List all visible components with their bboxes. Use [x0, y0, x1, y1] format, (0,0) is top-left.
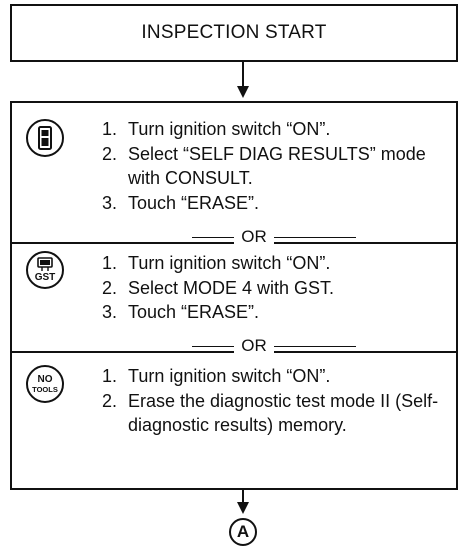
or-line-right — [274, 237, 356, 238]
step-number: 3. — [102, 192, 118, 213]
step-text: Turn ignition switch “ON”. — [128, 253, 331, 273]
step-item: 1. Turn ignition switch “ON”. — [102, 117, 458, 142]
step-item: 3. Touch “ERASE”. — [102, 191, 458, 216]
step-number: 1. — [102, 366, 118, 386]
or-label: OR — [234, 337, 274, 355]
inspection-start-box: INSPECTION START — [10, 4, 458, 62]
step-text: Turn ignition switch “ON”. — [128, 119, 331, 139]
connector-a: A — [229, 518, 257, 546]
or-line-right — [274, 346, 356, 347]
flow-arrow-line — [242, 62, 244, 88]
step-text: Select “SELF DIAG RESULTS” mode with CON… — [128, 143, 426, 189]
step-number: 2. — [102, 143, 118, 164]
step-item: 2. Select “SELF DIAG RESULTS” mode with … — [102, 142, 458, 191]
no-tools-steps: 1. Turn ignition switch “ON”. 2. Erase t… — [102, 364, 458, 438]
step-text: Touch “ERASE”. — [128, 192, 260, 213]
step-item: 2. Select MODE 4 with GST. — [102, 276, 458, 301]
step-item: 1. Turn ignition switch “ON”. — [102, 364, 458, 389]
gst-icon: GST — [26, 251, 64, 289]
step-text: Erase the diagnostic test mode II (Self-… — [128, 390, 439, 436]
no-tools-icon-label-bottom: TOOLS — [32, 385, 58, 394]
or-separator: OR — [12, 337, 456, 355]
no-tools-icon: NO TOOLS — [26, 365, 64, 403]
step-number: 1. — [102, 253, 118, 273]
step-text: Select MODE 4 with GST. — [128, 277, 335, 298]
no-tools-icon-label-top: NO — [38, 374, 53, 385]
gst-steps: 1. Turn ignition switch “ON”. 2. Select … — [102, 251, 458, 325]
or-line-left — [192, 237, 234, 238]
consult-icon — [26, 119, 64, 157]
step-text: Touch “ERASE”. — [128, 302, 260, 322]
step-item: 1. Turn ignition switch “ON”. — [102, 251, 458, 276]
step-number: 2. — [102, 277, 118, 298]
step-number: 3. — [102, 302, 118, 322]
step-number: 1. — [102, 119, 118, 139]
inspection-start-label: INSPECTION START — [141, 22, 327, 43]
step-item: 3. Touch “ERASE”. — [102, 300, 458, 325]
flow-arrow-down-icon — [237, 86, 249, 98]
flow-arrow-line — [242, 490, 244, 504]
procedure-box: 1. Turn ignition switch “ON”. 2. Select … — [10, 101, 458, 490]
gst-icon-label: GST — [35, 272, 56, 283]
or-separator: OR — [12, 228, 456, 246]
consult-steps: 1. Turn ignition switch “ON”. 2. Select … — [102, 117, 458, 215]
step-text: Turn ignition switch “ON”. — [128, 366, 331, 386]
or-line-left — [192, 346, 234, 347]
step-item: 2. Erase the diagnostic test mode II (Se… — [102, 389, 458, 438]
step-number: 2. — [102, 390, 118, 411]
or-label: OR — [234, 228, 274, 246]
flow-arrow-down-icon — [237, 502, 249, 514]
connector-label: A — [236, 522, 250, 541]
